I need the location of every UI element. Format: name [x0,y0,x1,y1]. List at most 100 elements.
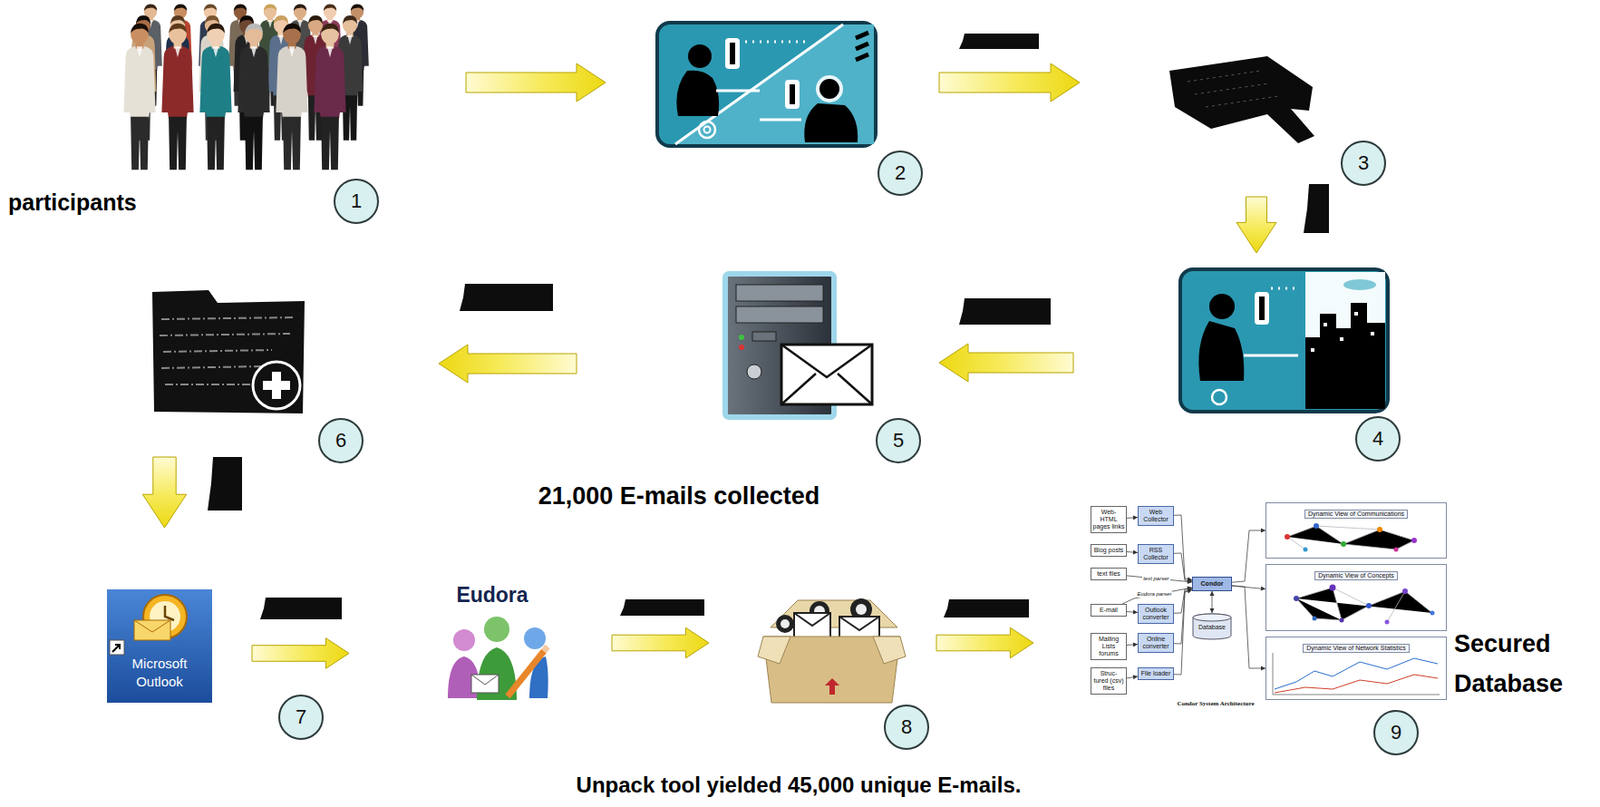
redacted-image [1169,56,1315,144]
callout-number: 8 [883,704,930,750]
folder-illustration [152,290,305,414]
converter-box: Outlook converter [1137,603,1174,624]
callout-number: 6 [318,417,364,464]
callout-number: 4 [1355,416,1401,462]
callout-number: 5 [875,417,922,464]
connector-line [1231,585,1266,669]
figure-caption: Condor System Architecture [1165,699,1266,708]
connector-line [1231,530,1266,582]
caption-label: participants [8,188,137,216]
connector [1231,585,1266,671]
archive-box [757,598,906,703]
summary-note: 21,000 E-mails collected [497,481,861,511]
block-arrow [611,627,709,659]
node-label: RSS Collector [1139,546,1173,562]
view-panel: Dynamic View of Concepts [1265,563,1447,631]
node-label: Struc- tured (csv) files [1092,669,1125,692]
converter-box: File loader [1137,667,1174,680]
node-label: Dynamic View of Concepts [1314,571,1398,581]
source-box: Mailing Lists forums [1090,632,1127,660]
database-cylinder: Database [1192,612,1232,640]
arrowhead [1210,608,1215,613]
connector [1173,514,1193,582]
block-arrow [252,638,350,670]
node-label: File loader [1139,669,1173,678]
connector [1210,591,1215,613]
flow-arrow [252,638,350,670]
converter-box: Web Collector [1137,505,1174,526]
summary-note: Unpack tool yielded 45,000 unique E-mail… [508,772,1089,798]
block-arrow [1236,196,1277,253]
connector [1231,528,1266,583]
node-label: E-mail [1092,606,1125,614]
flow-arrow [465,63,606,102]
node-label: Mailing Lists forums [1092,635,1125,658]
view-panel: Dynamic View of Communications [1265,502,1447,559]
mail-server-node: 5 [693,270,876,421]
source-box: text files [1090,567,1127,581]
node-label: Dynamic View of Communications [1304,509,1408,519]
source-box: Web- HTML pages links [1090,505,1127,534]
connector-line [1173,590,1193,675]
callout-number: 1 [333,178,379,224]
office-illustration [1180,269,1388,412]
callout-number: 3 [1340,140,1387,186]
flow-arrow [438,344,577,383]
block-arrow [936,627,1034,659]
callout-number: 2 [877,150,923,196]
block-arrow [939,343,1074,382]
callout-number: 9 [1373,709,1419,756]
flow-arrow [939,63,1080,102]
connector [1173,589,1193,675]
flow-arrow [142,456,186,528]
participants-photo: participants1 [117,0,379,186]
block-arrow [142,456,186,528]
converter-box: Online converter [1137,632,1174,653]
condor-box: Condor [1192,576,1232,592]
database-screenshot: Secured Database9Web- HTML pages linksBl… [1081,500,1449,715]
flow-arrow [1236,196,1277,253]
block-arrow [465,63,606,102]
node-label: Database [1192,623,1232,631]
connector-line [1126,575,1193,582]
connector [1126,674,1138,679]
screenshot-graphs [1272,523,1440,695]
connector [1126,575,1193,584]
connector [1126,514,1138,520]
flow-arrow [936,627,1034,659]
arrowhead [1210,591,1215,596]
unpack-box-node: 8 [755,591,909,705]
side-label: Secured Database [1454,623,1591,704]
edge-label: text parser [1142,575,1170,582]
connector [1126,641,1138,647]
outlook-icon [106,589,213,703]
meeting-illustration-node: 2 [655,20,878,148]
node-label: Outlook converter [1139,606,1173,621]
connector [1122,586,1193,604]
folder-node: 6 [147,275,311,419]
node-label: Web- HTML pages links [1092,508,1125,531]
node-label: Condor [1193,580,1231,588]
icon-label: Microsoft Outlook [106,654,213,691]
eudora-icon [447,616,549,700]
node-label: Online converter [1139,635,1173,650]
node-label: Web Collector [1139,508,1173,524]
redacted-image-node: 3 [1163,56,1317,144]
source-box: Struc- tured (csv) files [1090,667,1127,695]
source-box: E-mail [1090,603,1127,617]
server-illustration [725,273,873,417]
flow-arrow [611,627,709,659]
connector-line [1173,587,1193,613]
connector-line [1122,587,1193,604]
icon-label: Eudora [433,581,552,608]
meeting-illustration [657,22,876,146]
office-illustration-node: 4 [1178,267,1390,414]
people-photo [123,4,369,171]
node-label: Blog posts [1092,546,1125,554]
node-label: text files [1092,570,1125,578]
block-arrow [939,63,1080,102]
connector [1231,585,1266,591]
node-label: Dynamic View of Network Statistics [1302,643,1410,653]
connector-line [1173,514,1193,581]
